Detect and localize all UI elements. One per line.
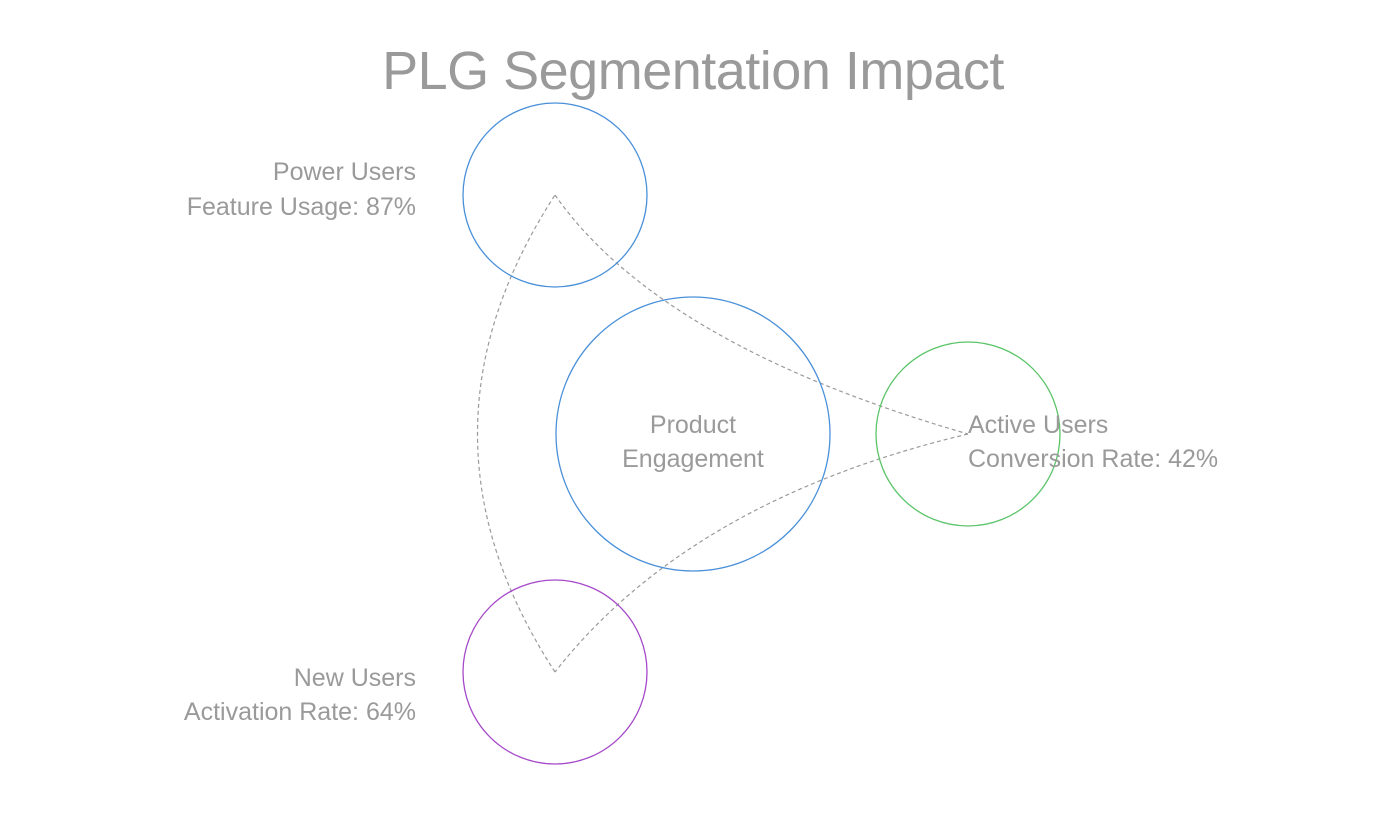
active-users-circle [875,341,1061,527]
power-users-circle [462,102,648,288]
diagram-title: PLG Segmentation Impact [382,41,1004,101]
link-active-to-new [554,433,969,673]
link-power-to-active [554,194,969,435]
new-users-circle [462,579,648,765]
product-engagement-circle [555,296,831,572]
active-users-name: Active Users [968,411,1108,439]
new-users-metric: Activation Rate: 64% [184,698,416,726]
link-new-to-power [476,194,556,673]
active-users-metric: Conversion Rate: 42% [968,445,1218,473]
new-users-name: New Users [294,664,416,692]
power-users-metric: Feature Usage: 87% [187,193,416,221]
product-engagement-label-line2: Engagement [622,445,764,473]
product-engagement-label-line1: Product [650,411,736,439]
power-users-name: Power Users [273,158,416,186]
